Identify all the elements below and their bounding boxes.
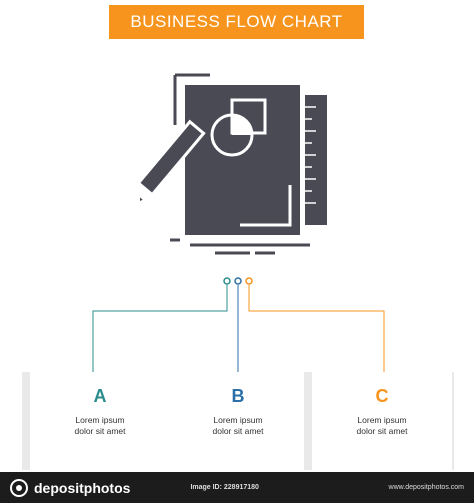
footer-brand-text: depositphotos	[34, 479, 131, 496]
step-card-b: B Lorem ipsum dolor sit amet	[168, 372, 308, 470]
footer-image-id: Image ID: 228917180	[190, 484, 259, 491]
flow-connectors	[92, 277, 385, 372]
chart-title: BUSINESS FLOW CHART	[130, 12, 343, 31]
footer-brand: depositphotos Image ID: 228917180	[10, 478, 259, 497]
step-text-c: Lorem ipsum dolor sit amet	[356, 415, 407, 437]
card-a-shade-left	[22, 372, 30, 470]
title-banner: BUSINESS FLOW CHART	[109, 5, 364, 39]
step-letter-a: A	[93, 386, 107, 406]
connector-line-c	[248, 285, 385, 372]
design-sketch-icon	[140, 73, 327, 255]
step-text-a-line1: Lorem ipsum	[75, 415, 125, 425]
connector-dot-a	[223, 277, 231, 285]
step-text-b: Lorem ipsum dolor sit amet	[212, 415, 263, 437]
step-card-a: A Lorem ipsum dolor sit amet	[30, 372, 170, 470]
step-letter-c: C	[375, 386, 389, 406]
step-letter-b: B	[231, 386, 245, 406]
step-text-a-line2: dolor sit amet	[74, 426, 126, 436]
step-card-c: C Lorem ipsum dolor sit amet	[312, 372, 452, 470]
connector-dot-b	[234, 277, 242, 285]
connector-dot-c	[245, 277, 253, 285]
step-text-a: Lorem ipsum dolor sit amet	[74, 415, 125, 437]
depositphotos-logo-icon	[10, 478, 28, 497]
card-c-shade-left	[304, 372, 312, 470]
step-text-b-line1: Lorem ipsum	[213, 415, 263, 425]
connector-line-a	[92, 285, 228, 372]
step-text-c-line2: dolor sit amet	[356, 426, 408, 436]
footer-url[interactable]: www.depositphotos.com	[388, 484, 464, 491]
footer-bar: depositphotos Image ID: 228917180 www.de…	[0, 472, 474, 503]
step-text-b-line2: dolor sit amet	[212, 426, 264, 436]
step-text-c-line1: Lorem ipsum	[357, 415, 407, 425]
